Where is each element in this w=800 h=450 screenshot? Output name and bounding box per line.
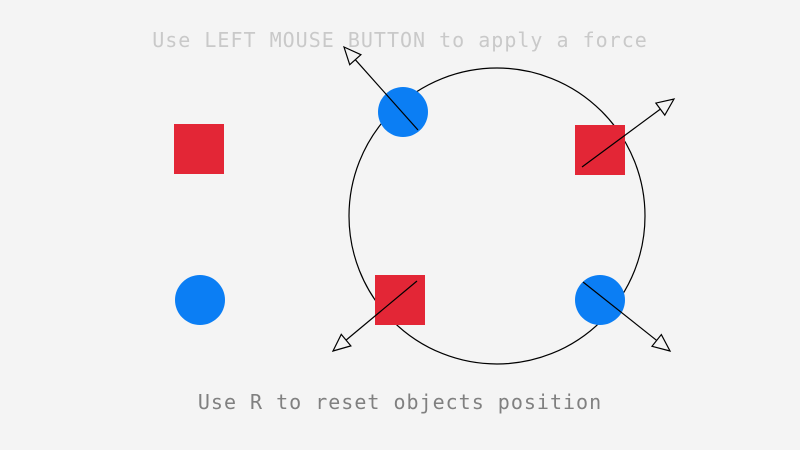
force-arrow-square-red-bottom-shaft [345,280,418,341]
hint-text-apply-force: Use LEFT MOUSE BUTTON to apply a force [152,28,648,52]
arrows-layer [331,45,676,352]
force-arrow-circle-blue-bottom-right-head-icon [650,333,672,352]
square-red-bottom[interactable] [375,275,425,325]
force-arrow-square-red-right-head-icon [654,98,676,117]
force-arrow-circle-blue-top-shaft [354,59,419,131]
circle-blue-top[interactable] [378,87,428,137]
square-red-left[interactable] [174,124,224,174]
force-arrow-square-red-right [581,98,676,168]
hint-text-reset-objects: Use R to reset objects position [197,390,603,414]
circle-blue-left[interactable] [175,275,225,325]
force-arrow-circle-blue-top [343,45,419,131]
square-red-right[interactable] [575,125,625,175]
force-arrow-square-red-right-shaft [581,108,661,168]
bodies-layer [174,87,625,325]
force-arrow-square-red-bottom-head-icon [331,333,352,352]
force-arrow-square-red-bottom [331,280,418,352]
force-arrow-circle-blue-bottom-right [582,281,672,352]
circle-blue-bottom-right[interactable] [575,275,625,325]
boundary-layer [348,67,646,365]
force-arrow-circle-blue-top-head-icon [343,45,362,66]
boundary-circle [348,67,646,365]
force-arrow-circle-blue-bottom-right-shaft [582,281,658,341]
